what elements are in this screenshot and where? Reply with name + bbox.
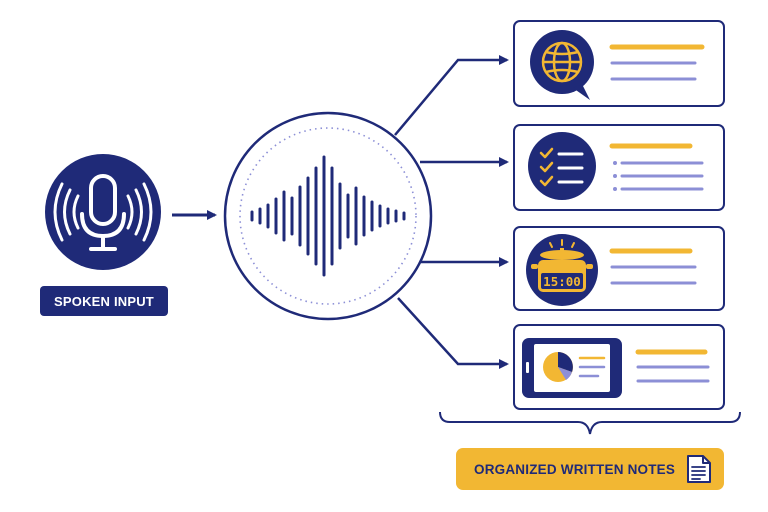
cooking-pot-timer-icon: 15:00: [526, 234, 598, 306]
output-card-3: 15:00: [513, 226, 725, 311]
microphone-node: [45, 154, 161, 270]
spoken-input-text: SPOKEN INPUT: [54, 293, 154, 309]
note-lines: [635, 349, 710, 383]
microphone-icon: [53, 174, 153, 251]
globe-speech-icon: [530, 30, 594, 100]
grouping-brace: [439, 411, 741, 435]
connector-4: [397, 297, 509, 369]
document-icon: [687, 455, 711, 483]
connector-1: [394, 55, 509, 136]
waveform-icon: [250, 155, 406, 277]
output-card-2: [513, 124, 725, 211]
processor-node: [223, 111, 433, 321]
organized-notes-text: ORGANIZED WRITTEN NOTES: [474, 461, 676, 477]
output-card-4: [513, 324, 725, 410]
note-lines: [609, 248, 697, 285]
branch-connectors: [394, 55, 509, 369]
note-lines: [609, 44, 705, 81]
output-card-1: [513, 20, 725, 107]
timer-readout: 15:00: [543, 274, 581, 289]
organized-notes-label: ORGANIZED WRITTEN NOTES: [456, 448, 724, 490]
note-lines: [609, 143, 704, 191]
tablet-pie-chart-icon: [522, 338, 622, 398]
spoken-input-label: SPOKEN INPUT: [40, 286, 168, 316]
checklist-icon: [528, 132, 596, 200]
